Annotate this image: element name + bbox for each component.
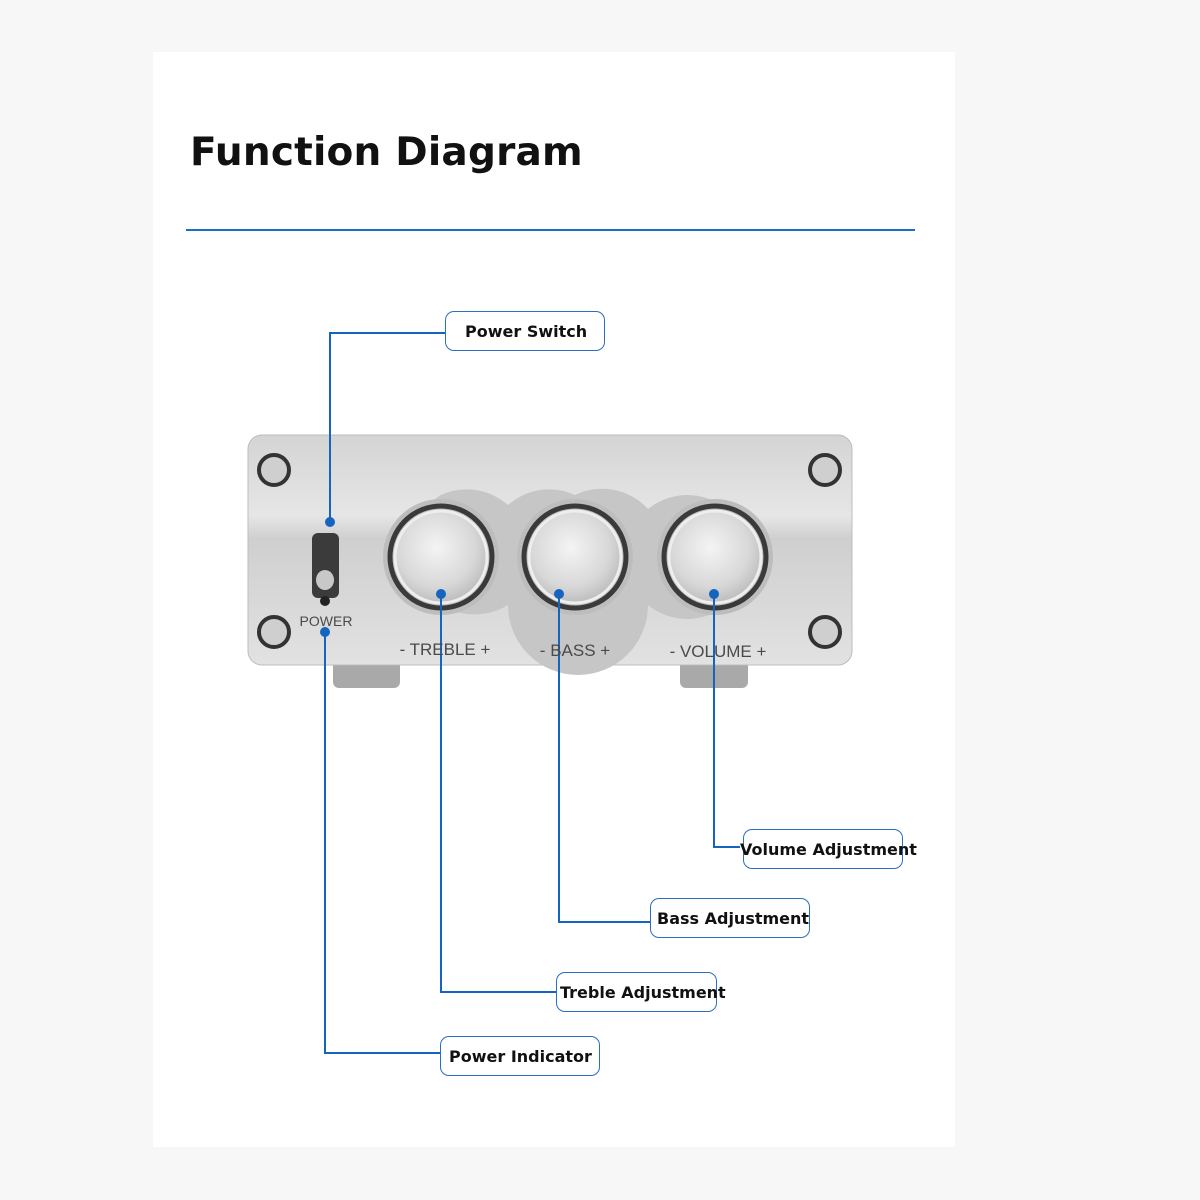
- treble-label: - TREBLE +: [399, 640, 491, 659]
- callout-text: Bass Adjustment: [657, 908, 810, 928]
- callout-treble-adjustment: Treble Adjustment: [556, 972, 726, 1012]
- knob-volume: [657, 499, 773, 615]
- screw-icon: [808, 453, 842, 487]
- power-label: POWER: [299, 613, 353, 629]
- page-title: Function Diagram: [190, 130, 583, 175]
- screw-icon: [808, 615, 842, 649]
- callout-text: Treble Adjustment: [560, 982, 726, 1002]
- callout-text: Power Switch: [465, 321, 588, 341]
- bass-label: - BASS +: [539, 641, 611, 660]
- callout-volume-adjustment: Volume Adjustment: [740, 829, 917, 869]
- title-divider: [186, 229, 915, 231]
- power-indicator-led: [320, 596, 330, 606]
- screw-icon: [257, 615, 291, 649]
- callout-power-indicator: Power Indicator: [440, 1036, 600, 1076]
- knob-bass: [517, 499, 633, 615]
- callout-text: Power Indicator: [449, 1046, 592, 1066]
- callout-text: Volume Adjustment: [740, 839, 917, 859]
- volume-label: - VOLUME +: [669, 642, 767, 661]
- callout-bass-adjustment: Bass Adjustment: [650, 898, 810, 938]
- callout-power-switch: Power Switch: [445, 311, 605, 351]
- screw-icon: [257, 453, 291, 487]
